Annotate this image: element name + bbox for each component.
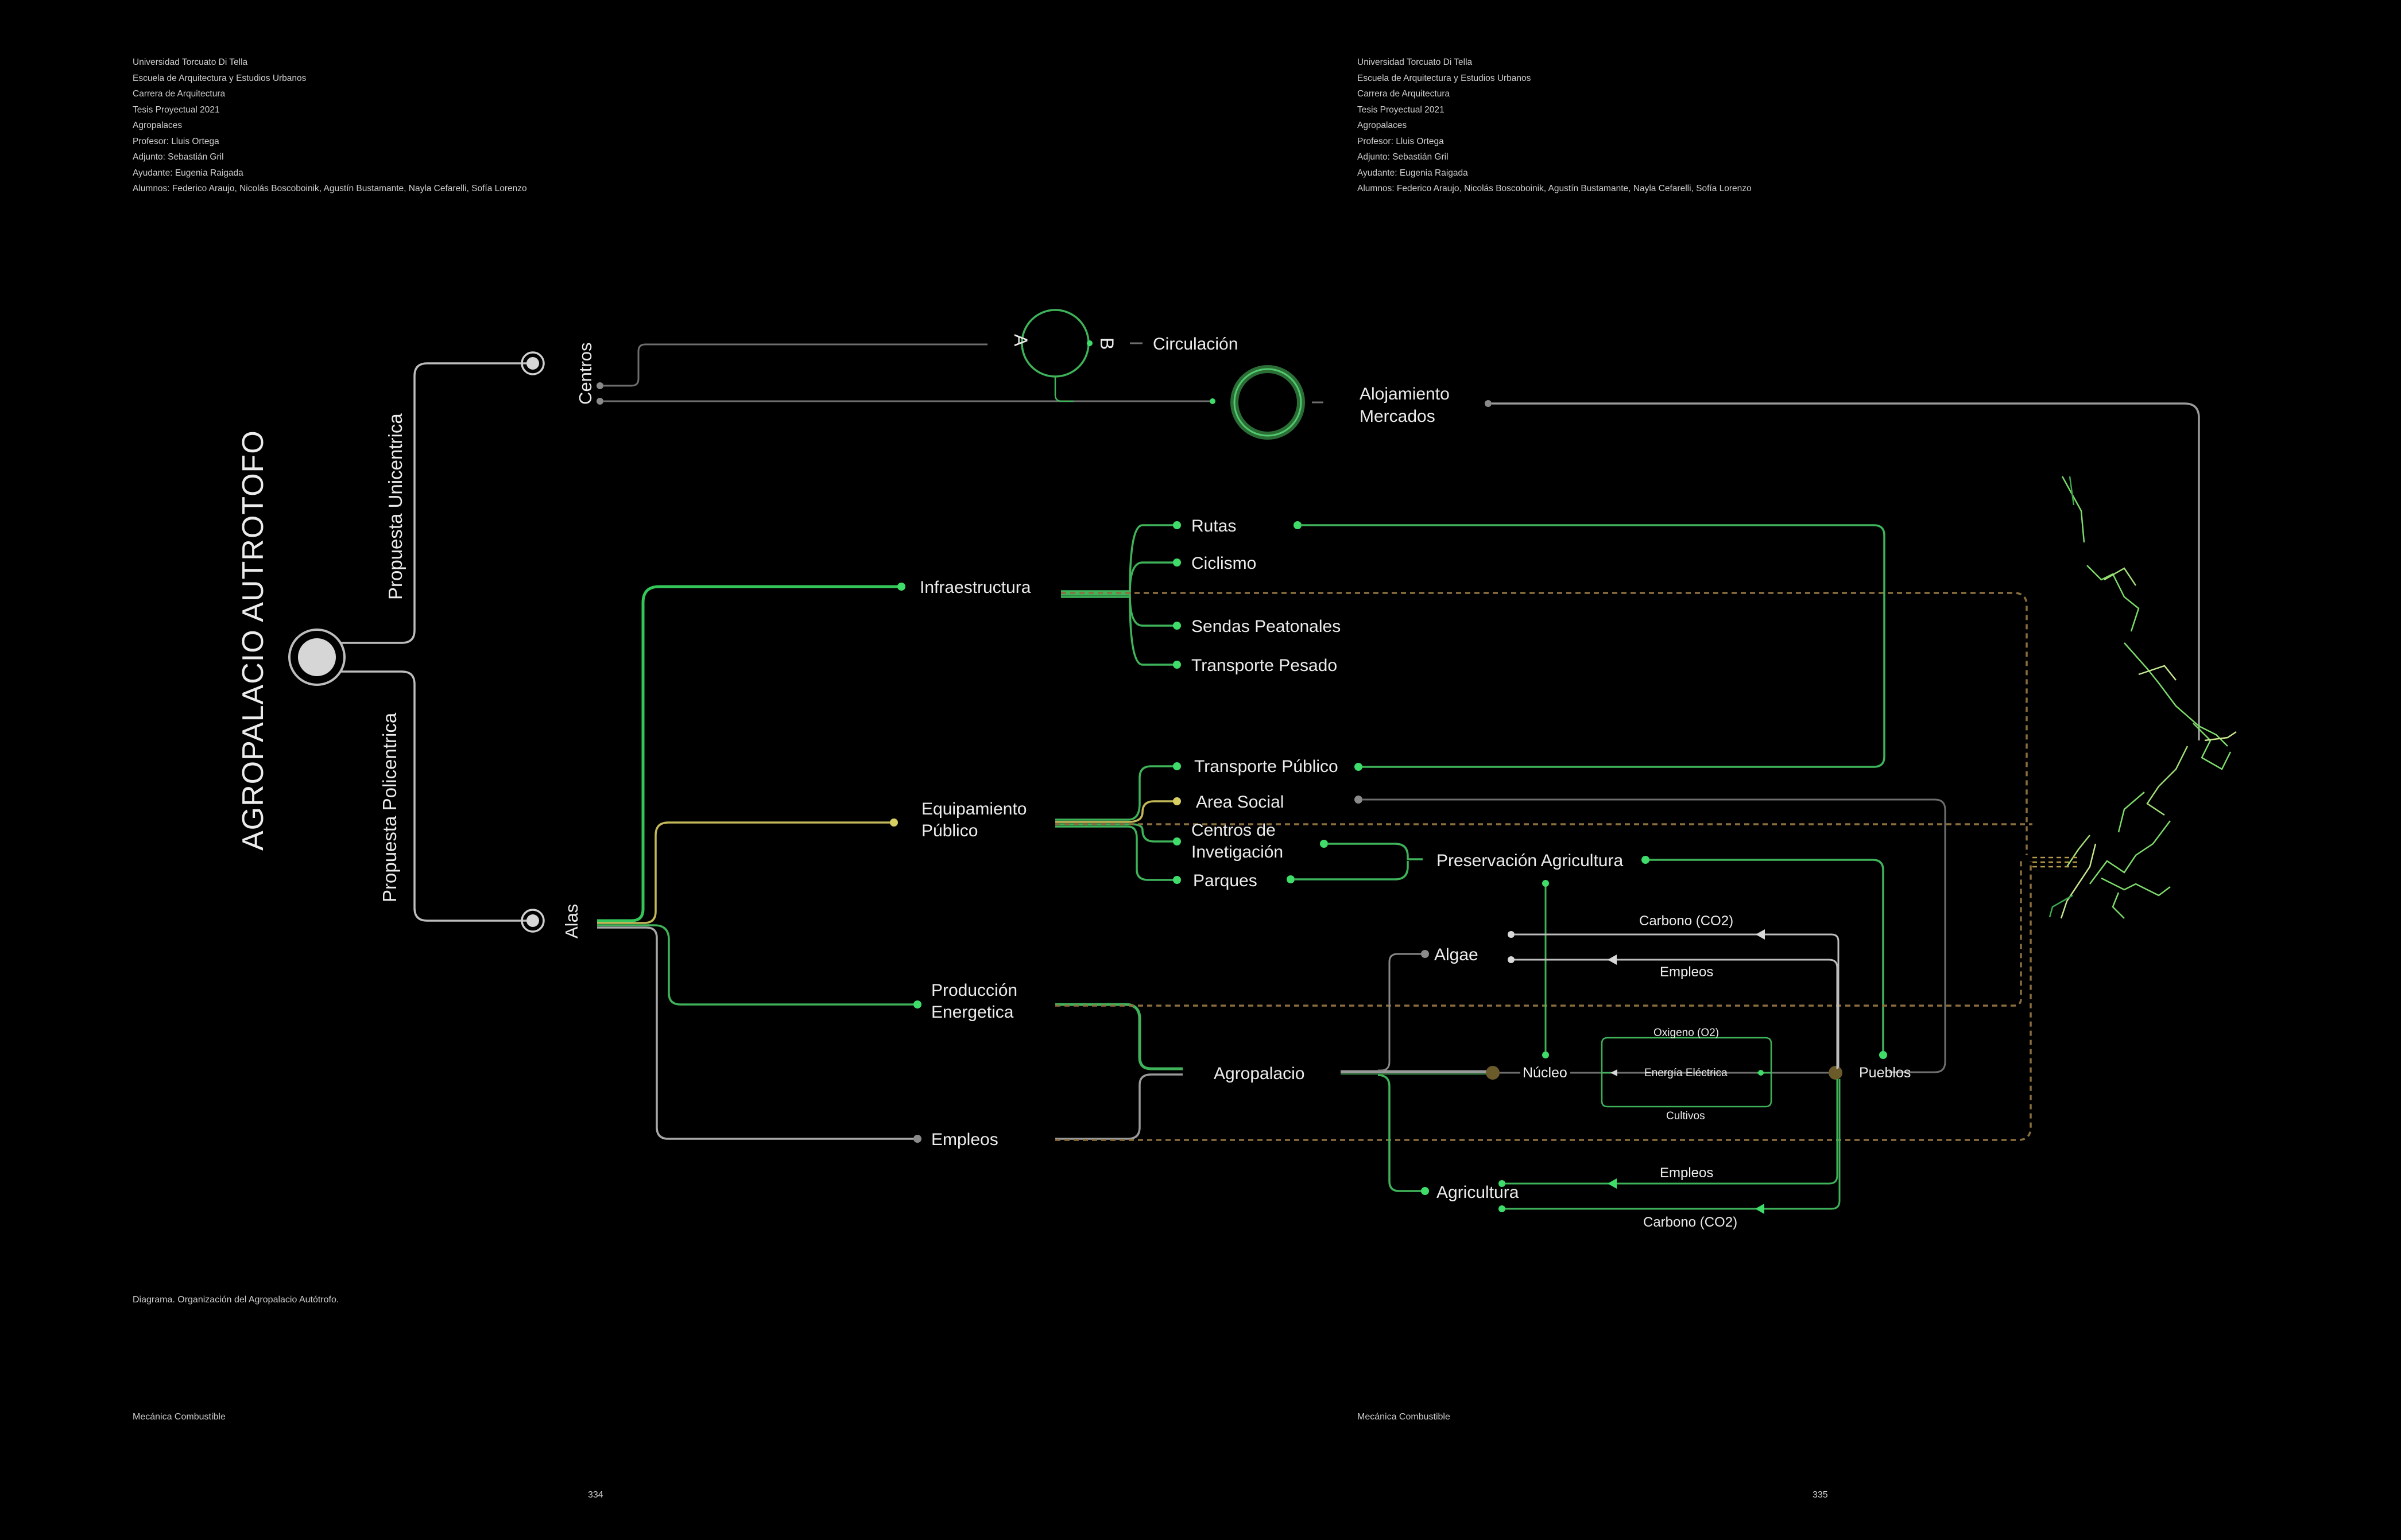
produccion-label-2: Energetica [931,1003,1014,1022]
cultivos-label: Cultivos [1666,1110,1705,1122]
algae-label: Algae [1434,945,1478,964]
circulation-a-label: A [1010,334,1031,347]
centros-investigacion-label-2: Invetigación [1191,843,1283,862]
root-tree [288,351,545,933]
agricultura-label: Agricultura [1436,1183,1519,1202]
credit-line: Tesis Proyectual 2021 [133,104,220,115]
pueblos-label: Pueblos [1859,1065,1911,1081]
section-title-left: Mecánica Combustible [133,1412,226,1422]
credit-line: Ayudante: Eugenia Raigada [1357,168,1468,178]
figure-caption: Diagrama. Organización del Agropalacio A… [133,1295,339,1305]
arrow-left-icon [1608,955,1617,965]
parques-label: Parques [1193,871,1257,890]
credit-line: Adjunto: Sebastián Gril [133,152,224,162]
credit-line: Escuela de Arquitectura y Estudios Urban… [133,73,307,83]
centros-label: Centros [575,342,595,405]
section-title-right: Mecánica Combustible [1357,1412,1450,1422]
diagram-title: AGROPALACIO AUTROTOFO [237,430,270,851]
credit-line: Agropalaces [1357,121,1407,130]
agropalacio-label: Agropalacio [1214,1064,1304,1083]
credit-line: Alumnos: Federico Araujo, Nicolás Boscob… [1357,184,1752,193]
credit-line: Ayudante: Eugenia Raigada [133,168,243,178]
branch-lower-label: Propuesta Policentrica [379,712,400,902]
oxigeno-label: Oxigeno (O2) [1653,1027,1719,1039]
carbono-bottom-label: Carbono (CO2) [1643,1215,1737,1230]
branch-node-icon [521,909,545,933]
credit-line: Tesis Proyectual 2021 [1357,104,1445,115]
centros-investigacion-label: Centros de [1191,821,1276,840]
transporte-pesado-label: Transporte Pesado [1191,656,1337,675]
carbono-top-label: Carbono (CO2) [1639,913,1733,929]
root-node-icon [288,629,346,686]
credits-right: Universidad Torcuato Di Tella Escuela de… [1357,55,1752,197]
equipamiento-branch [1055,762,2032,1073]
equipamiento-label-2: Público [921,821,978,840]
alojamiento-label: Alojamiento [1360,385,1450,404]
produccion-label: Producción [931,981,1017,1000]
nucleo-label: Núcleo [1523,1065,1567,1081]
circulation-ring-icon [1021,309,1090,378]
circulacion-label: Circulación [1153,335,1238,354]
credit-line: Carrera de Arquitectura [1357,89,1450,99]
sendas-label: Sendas Peatonales [1191,617,1341,636]
empleos-bottom-label: Empleos [1660,1165,1713,1181]
agropalacio-outputs [1341,880,1842,1214]
credit-line: Escuela de Arquitectura y Estudios Urban… [1357,73,1531,83]
credit-line: Profesor: Lluis Ortega [133,136,219,146]
credits-left: Universidad Torcuato Di Tella Escuela de… [133,55,527,197]
equipamiento-label: Equipamiento [921,800,1027,819]
area-social-label: Area Social [1196,793,1284,812]
centros-branch: A B Circulación Alojamiento Mercados [597,309,2200,740]
agropalacio-inputs [1055,861,2032,1141]
circulation-b-label: B [1097,338,1117,350]
credit-line: Adjunto: Sebastián Gril [1357,152,1449,162]
credit-line: Agropalaces [133,121,183,130]
credit-line: Universidad Torcuato Di Tella [133,57,248,67]
credit-line: Carrera de Arquitectura [133,89,226,99]
infraestructura-branch [1061,521,2028,855]
rutas-label: Rutas [1191,517,1236,536]
alas-branch [597,583,921,1143]
credit-line: Universidad Torcuato Di Tella [1357,57,1473,67]
branch-upper-label: Propuesta Unicentrica [385,413,406,600]
credit-line: Profesor: Lluis Ortega [1357,136,1444,146]
credit-line: Alumnos: Federico Araujo, Nicolás Boscob… [133,184,527,193]
empleos-top-label: Empleos [1660,964,1713,980]
site-plan-graphic [2032,476,2237,919]
page-number-left: 334 [588,1490,603,1500]
mercados-label: Mercados [1360,407,1435,426]
transporte-publico-label: Transporte Público [1194,757,1338,776]
arrow-left-icon [1755,1204,1764,1214]
arrow-left-icon [1756,929,1765,940]
energia-label: Energía Eléctrica [1644,1067,1728,1079]
alas-label: Alas [561,904,582,938]
preservacion-label: Preservación Agricultura [1436,851,1623,870]
empleos-label: Empleos [931,1130,998,1149]
branch-node-icon [521,351,545,375]
page-number-right: 335 [1813,1490,1828,1500]
arrow-left-icon [1608,1178,1617,1189]
ciclismo-label: Ciclismo [1191,554,1256,573]
infraestructura-label: Infraestructura [920,578,1031,597]
